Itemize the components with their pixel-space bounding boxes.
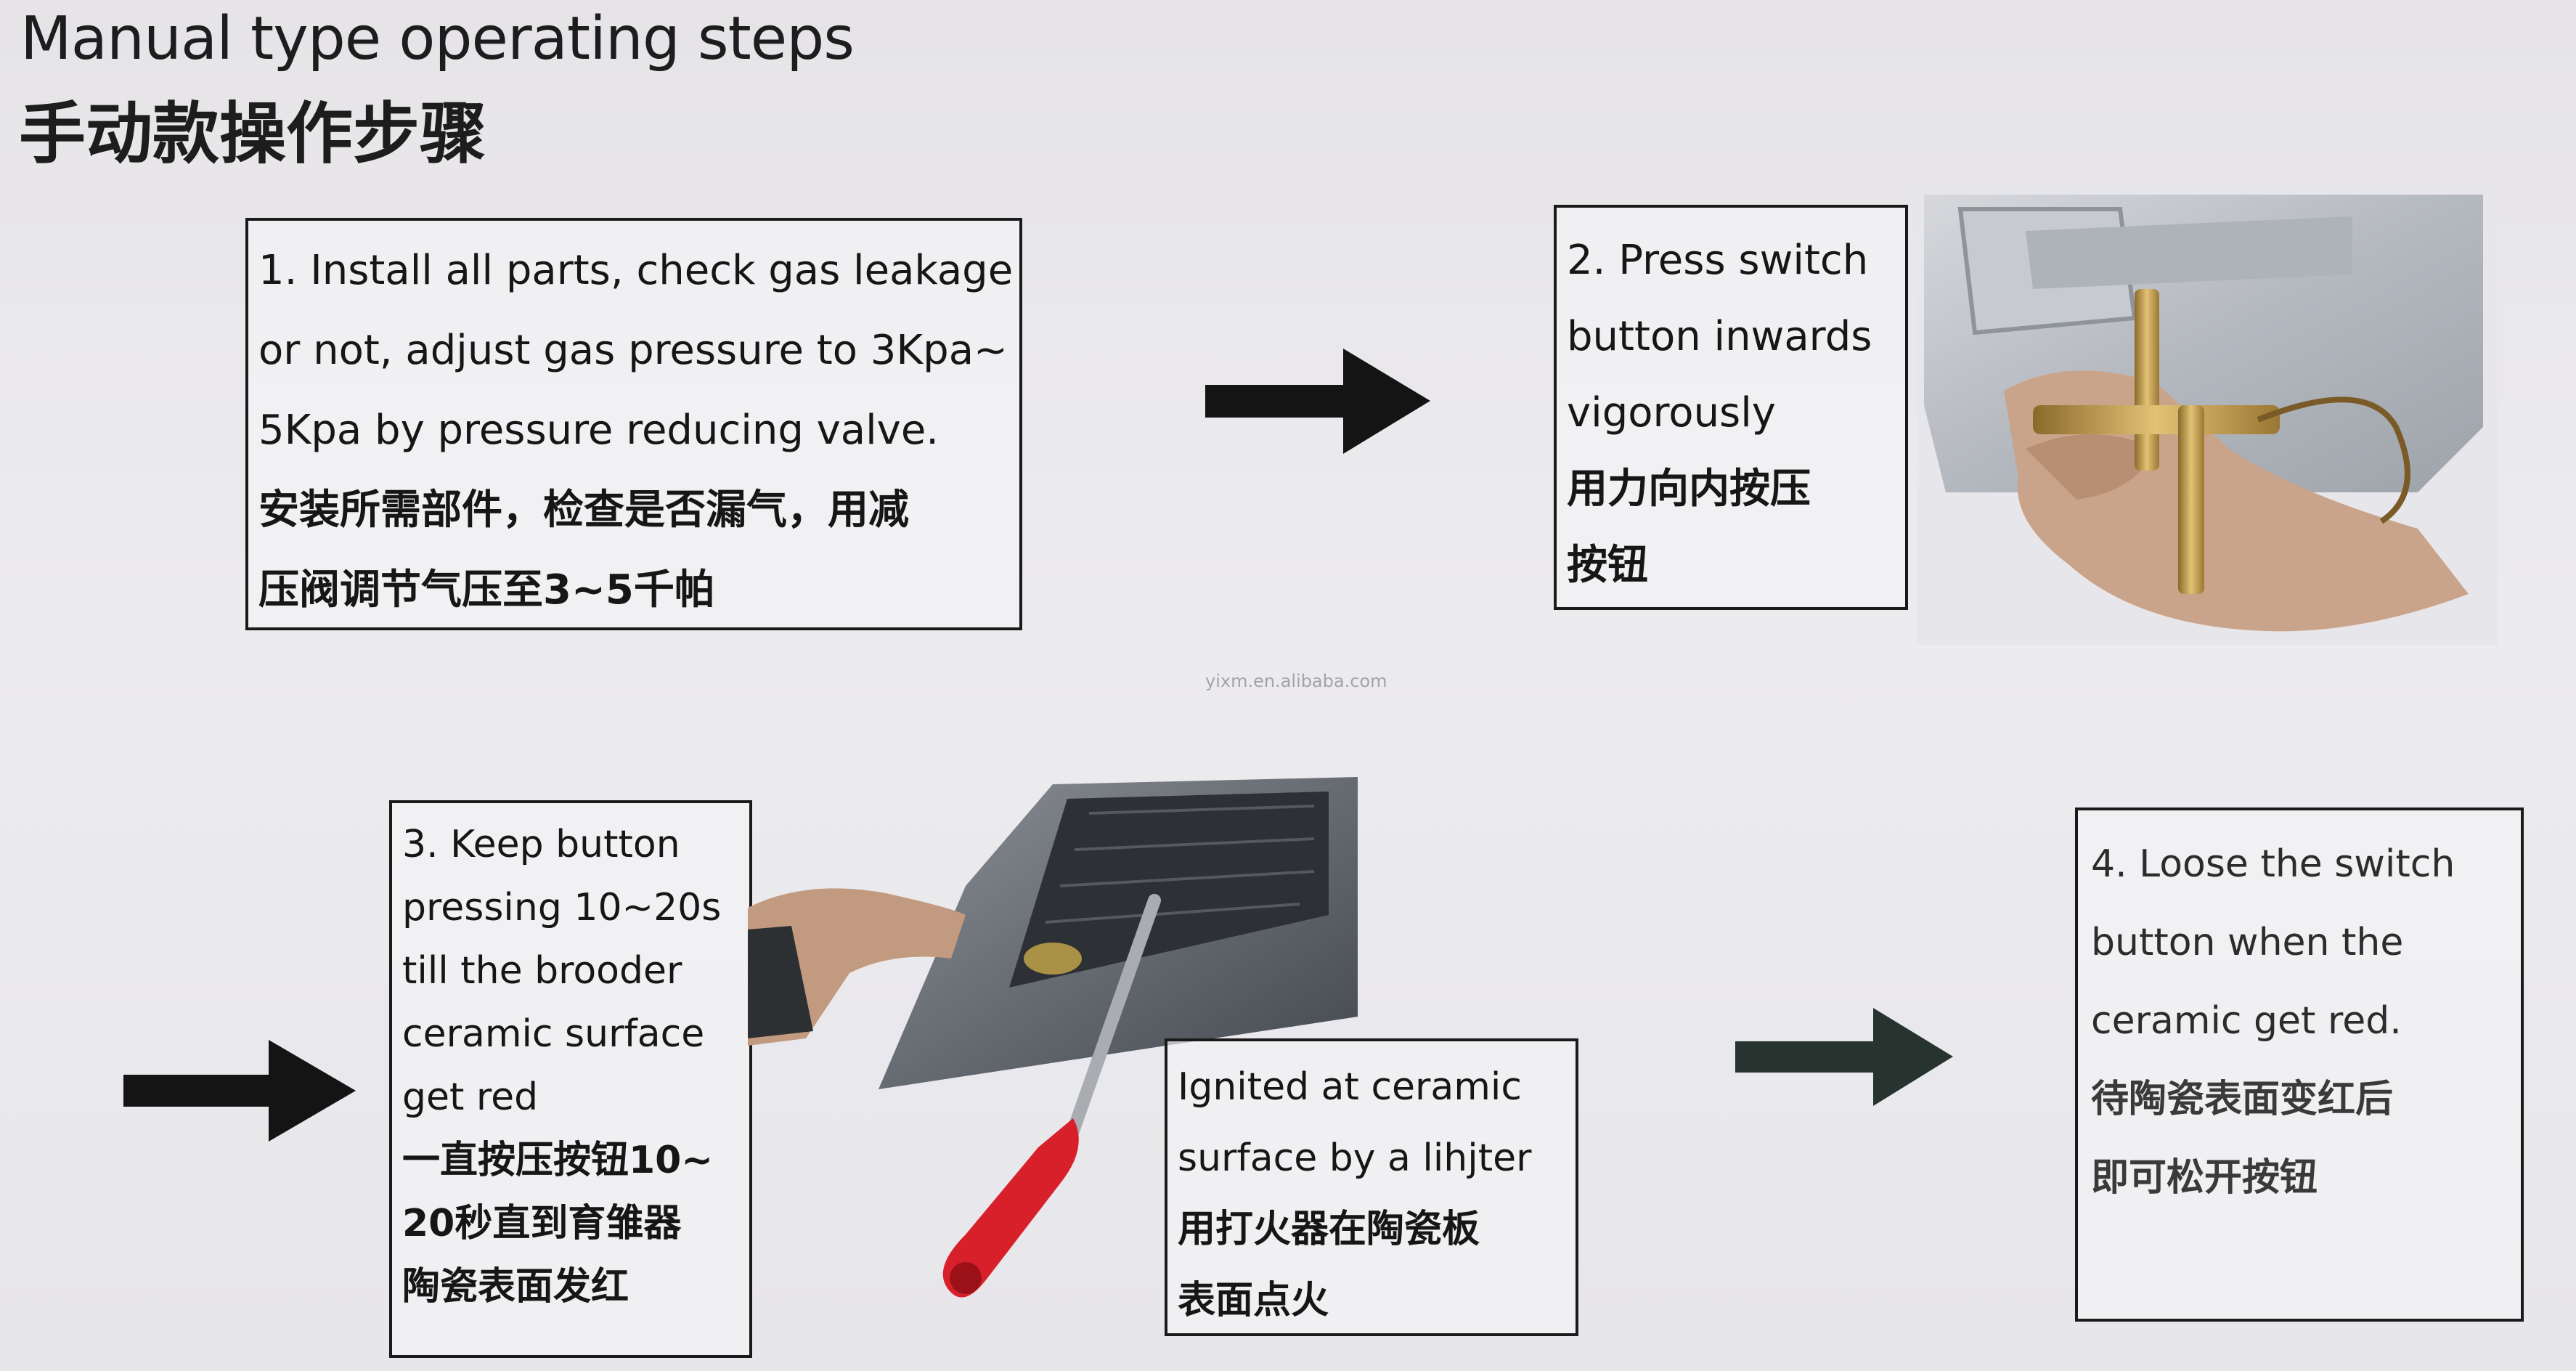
right-arrow-icon <box>123 1040 356 1142</box>
step-1-line: 安装所需部件，检查是否漏气，用减 <box>258 487 909 534</box>
step-3-line: 一直按压按钮10~ <box>402 1139 713 1182</box>
step-1-line: or not, adjust gas pressure to 3Kpa~ <box>258 327 1008 374</box>
step-3-box: 3. Keep button pressing 10~20s till the … <box>389 800 752 1358</box>
step-3-line: get red <box>402 1075 539 1119</box>
step-1-line: 5Kpa by pressure reducing valve. <box>258 407 939 454</box>
step-4-line: 待陶瓷表面变红后 <box>2091 1078 2394 1121</box>
step-2-box: 2. Press switch button inwards vigorousl… <box>1554 205 1908 610</box>
step-3-line: 3. Keep button <box>402 823 680 866</box>
step-3-line: ceramic surface <box>402 1012 705 1056</box>
ignite-note-box: Ignited at ceramic surface by a lihjter … <box>1165 1038 1578 1336</box>
step-1-box: 1. Install all parts, check gas leakage … <box>245 218 1022 630</box>
valve-press-photo <box>1917 187 2498 645</box>
step-4-box: 4. Loose the switch button when the cera… <box>2075 807 2524 1322</box>
watermark: yixm.en.alibaba.com <box>1205 671 1387 691</box>
step-3-line: 20秒直到育雏器 <box>402 1202 682 1245</box>
step-3-line: till the brooder <box>402 949 682 993</box>
step-3-line: 陶瓷表面发红 <box>402 1265 629 1309</box>
right-arrow-icon <box>1735 1008 1953 1106</box>
ignite-note-line: surface by a lihjter <box>1178 1136 1532 1180</box>
step-1-line: 压阀调节气压至3~5千帕 <box>258 566 715 614</box>
step-4-line: button when the <box>2091 921 2404 964</box>
step-2-line: button inwards <box>1567 313 1872 360</box>
page-title-chinese: 手动款操作步骤 <box>19 95 487 173</box>
right-arrow-icon <box>1205 349 1430 454</box>
step-2-line: 用力向内按压 <box>1567 465 1811 513</box>
page-title: Manual type operating steps <box>20 4 855 73</box>
step-4-line: ceramic get red. <box>2091 999 2402 1043</box>
ignite-note-line: 用打火器在陶瓷板 <box>1178 1208 1480 1251</box>
ignite-note-line: 表面点火 <box>1178 1279 1329 1322</box>
ignite-note-line: Ignited at ceramic <box>1178 1065 1522 1109</box>
step-2-line: vigorously <box>1567 389 1776 436</box>
step-4-line: 即可松开按钮 <box>2091 1156 2318 1200</box>
step-4-line: 4. Loose the switch <box>2091 842 2455 886</box>
step-2-line: 2. Press switch <box>1567 237 1869 284</box>
step-1-line: 1. Install all parts, check gas leakage <box>258 247 1014 294</box>
step-3-line: pressing 10~20s <box>402 886 722 929</box>
ignition-photo <box>748 777 1358 1298</box>
step-2-line: 按钮 <box>1567 542 1648 589</box>
